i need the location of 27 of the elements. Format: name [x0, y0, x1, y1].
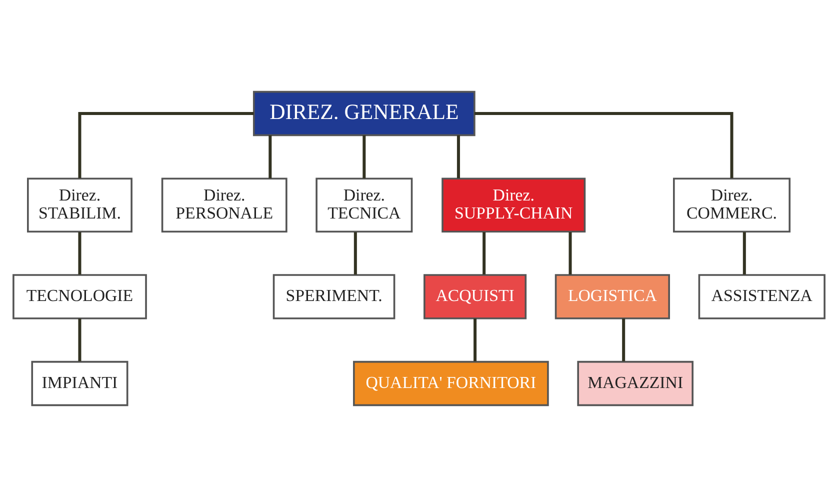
- node-box: LOGISTICA: [554, 274, 670, 320]
- connector: [474, 112, 734, 178]
- connector: [78, 232, 82, 275]
- connector: [482, 232, 486, 275]
- connector: [78, 318, 82, 362]
- node-box: Direz. STABILIM.: [27, 178, 132, 233]
- connector: [268, 135, 272, 178]
- connector: [474, 318, 477, 362]
- node-box: SPERIMENT.: [272, 274, 396, 320]
- node-box: Direz. TECNICA: [316, 178, 413, 233]
- node-box: Direz. SUPPLY-CHAIN: [442, 178, 586, 233]
- node-box: IMPIANTI: [31, 360, 128, 406]
- node-box: TECNOLOGIE: [12, 274, 147, 320]
- node-box: ACQUISTI: [424, 274, 527, 320]
- node-box: ASSISTENZA: [698, 274, 826, 320]
- node-box: MAGAZZINI: [577, 360, 694, 406]
- node-box: DIREZ. GENERALE: [252, 90, 476, 136]
- connector: [622, 318, 626, 362]
- connector: [362, 135, 366, 178]
- connector: [78, 112, 254, 178]
- node-box: Direz. COMMERC.: [673, 178, 790, 233]
- node-box: QUALITA' FORNITORI: [353, 360, 549, 406]
- connector: [354, 232, 357, 275]
- connector: [456, 135, 460, 178]
- node-box: Direz. PERSONALE: [161, 178, 288, 233]
- connector: [568, 232, 572, 275]
- connector: [742, 232, 746, 275]
